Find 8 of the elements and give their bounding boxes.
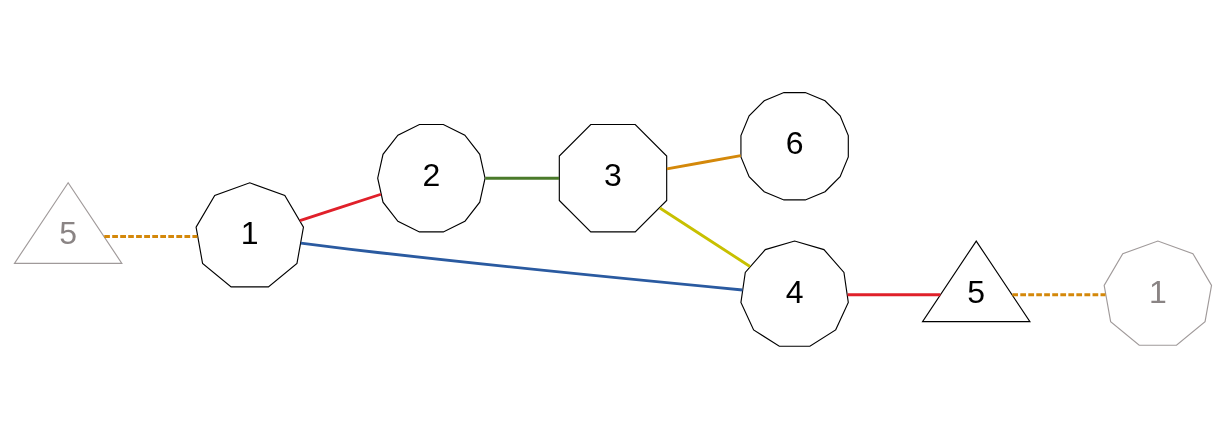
- connector: [666, 154, 741, 171]
- connector: [104, 235, 198, 238]
- connector: [299, 192, 382, 222]
- connector: [485, 176, 560, 180]
- connector: [659, 206, 751, 268]
- connector: [847, 293, 941, 297]
- connector: [1012, 293, 1106, 297]
- connector: [300, 241, 743, 292]
